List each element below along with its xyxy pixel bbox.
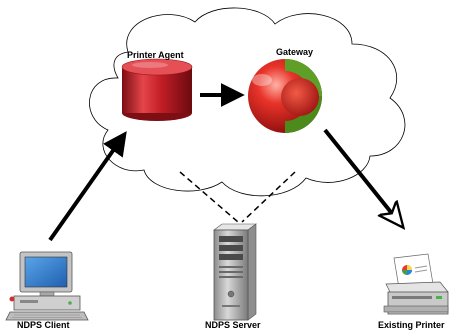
printer-agent-cylinder (121, 58, 193, 121)
client-to-agent-arrow (48, 131, 127, 242)
server-link-right (241, 171, 296, 223)
gateway-sphere (248, 59, 322, 133)
label-ndps-client: NDPS Client (17, 320, 70, 330)
label-printer-agent: Printer Agent (127, 50, 184, 60)
existing-printer-icon (383, 253, 449, 315)
label-existing-printer: Existing Printer (378, 320, 445, 330)
gateway-to-printer-arrow (323, 128, 402, 226)
label-ndps-server: NDPS Server (205, 320, 261, 330)
ndps-client-computer-icon (5, 251, 89, 321)
server-link-left (179, 171, 239, 223)
label-gateway: Gateway (276, 47, 314, 57)
ndps-server-icon (213, 223, 257, 321)
